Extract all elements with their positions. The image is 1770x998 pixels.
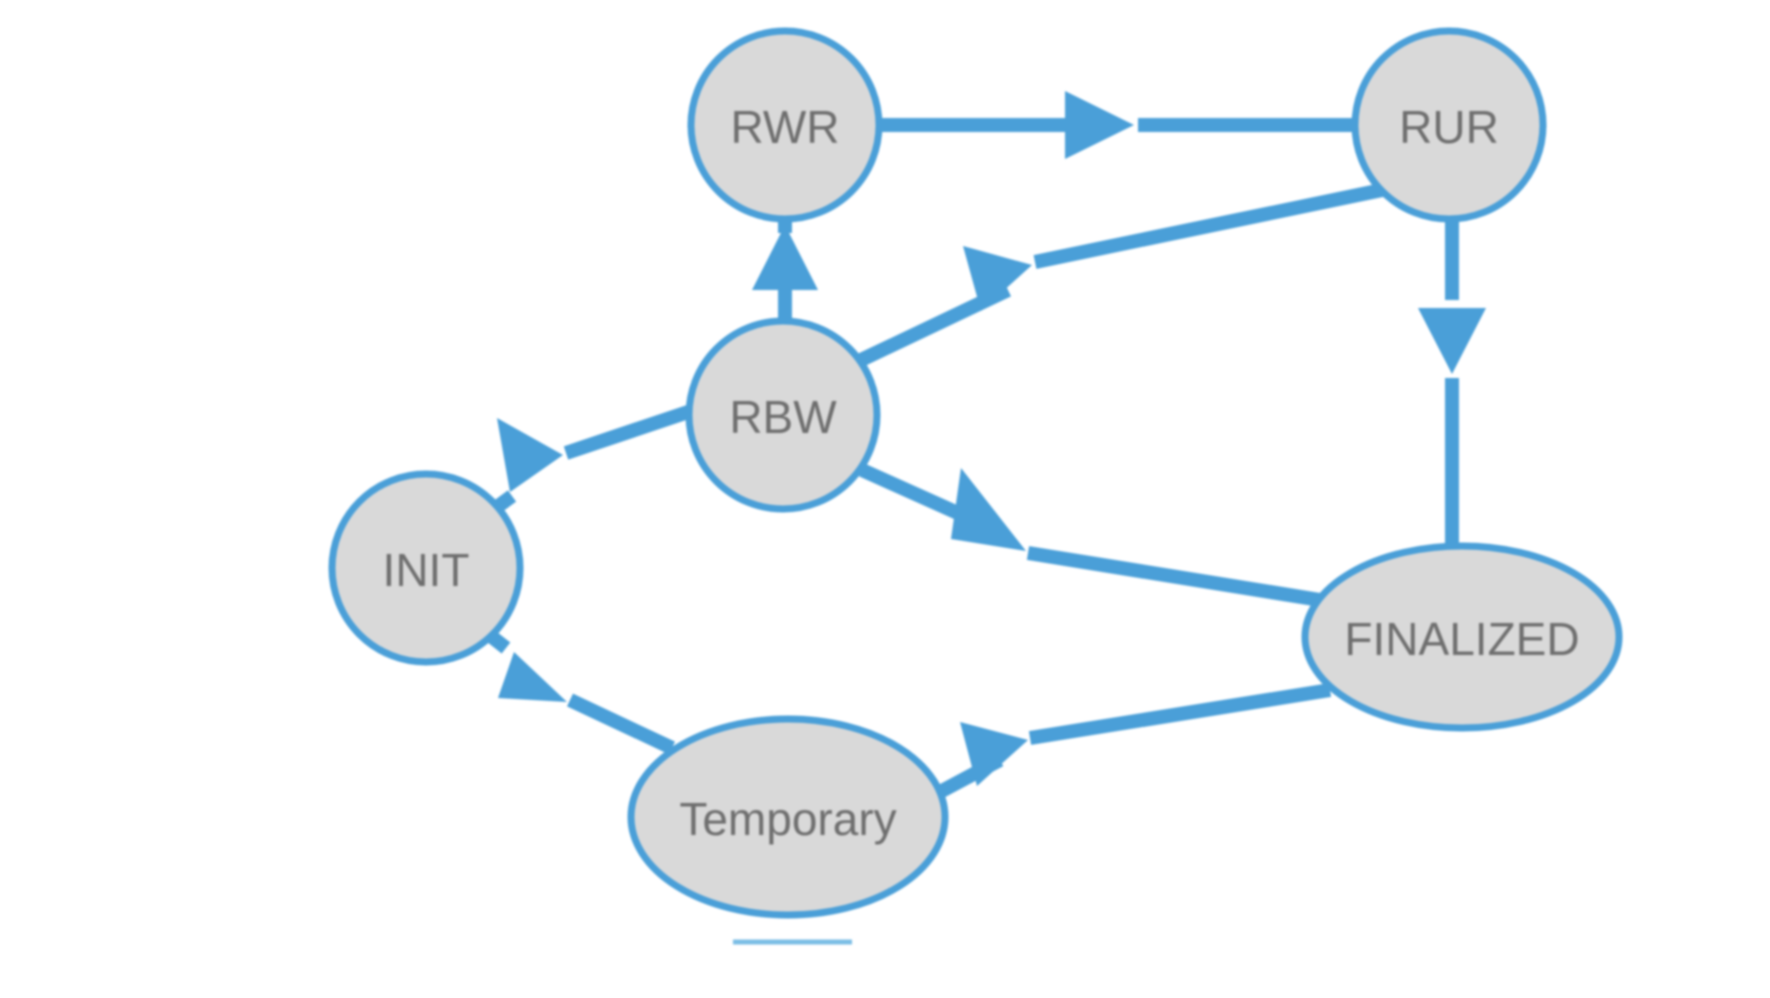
node-shape (1351, 27, 1547, 223)
node-shape (687, 27, 883, 223)
edge-line (487, 631, 511, 654)
edge-temporary-to-finalized[interactable] (934, 683, 1332, 800)
edge-line-tail (567, 693, 675, 755)
edge-line-tail (1026, 546, 1322, 607)
node-shape (328, 470, 524, 666)
edge-line-tail (1033, 183, 1384, 269)
arrowhead-icon (1065, 91, 1134, 159)
arrowhead-icon (498, 652, 567, 702)
node-label: FINALIZED (1344, 613, 1579, 665)
node-shape (627, 715, 949, 919)
node-label: RBW (729, 391, 837, 443)
node-label: RWR (730, 101, 839, 153)
node-rur[interactable]: RUR (1351, 27, 1547, 223)
edge-line-tail (563, 401, 703, 460)
edge-rbw-to-finalized[interactable] (859, 463, 1322, 607)
node-shape (1301, 542, 1623, 732)
arrowhead-icon (1418, 308, 1486, 374)
node-label: Temporary (679, 793, 896, 845)
edge-init-to-temporary[interactable] (487, 631, 675, 755)
node-temporary[interactable]: Temporary (627, 715, 949, 919)
node-init[interactable]: INIT (328, 470, 524, 666)
edge-layer (487, 91, 1486, 945)
edge-rur-to-finalized[interactable] (1418, 219, 1486, 552)
node-label: RUR (1399, 101, 1499, 153)
arrowhead-icon (963, 246, 1032, 311)
edge-init-to-rbw[interactable] (492, 401, 703, 513)
arrowhead-icon (752, 225, 818, 290)
edge-rbw-to-rur[interactable] (857, 183, 1384, 367)
node-layer: RWR RUR RBW INIT FINALIZED Temporary (328, 27, 1623, 919)
arrowhead-icon (951, 468, 1026, 551)
arrowhead-icon (960, 722, 1028, 786)
node-finalized[interactable]: FINALIZED (1301, 542, 1623, 732)
edge-rbw-to-rwr[interactable] (752, 218, 818, 320)
node-shape (685, 317, 881, 513)
edge-rwr-to-rur[interactable] (874, 91, 1360, 159)
node-rbw[interactable]: RBW (685, 317, 881, 513)
node-rwr[interactable]: RWR (687, 27, 883, 223)
edge-line-tail (1028, 683, 1332, 745)
node-label: INIT (383, 544, 470, 596)
arrowhead-icon (497, 418, 563, 492)
